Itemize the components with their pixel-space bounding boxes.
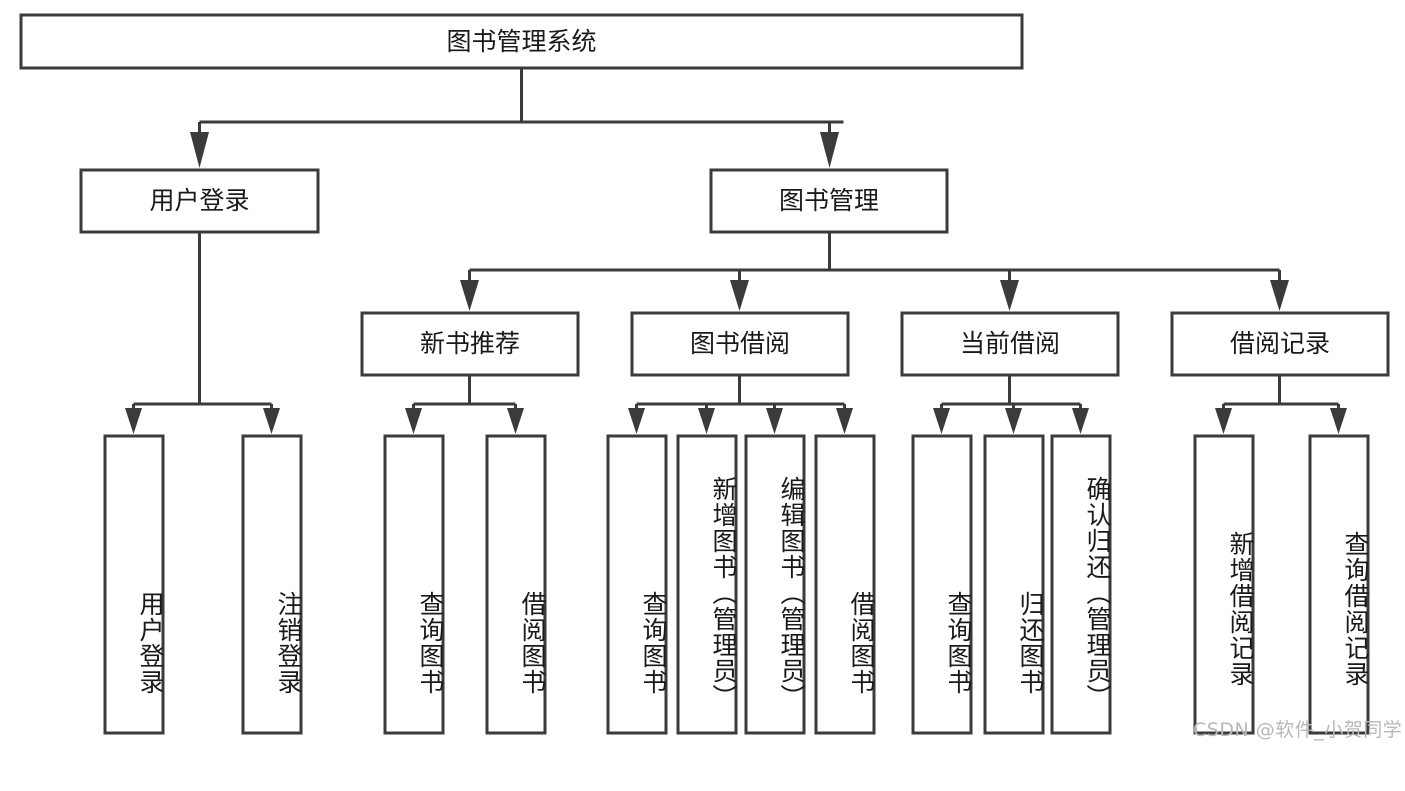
tree-diagram-svg: 图书管理系统 用户登录 图书管理 新书推荐 图书借阅 当前借阅 借阅记录	[19, 13, 1390, 735]
leaf-return-book-box[interactable]	[983, 434, 1045, 735]
leaf-query-book-borrow-box[interactable]	[606, 434, 668, 735]
arrow-to-leaf-add-book	[698, 408, 715, 434]
node-book-management-box[interactable]	[709, 168, 949, 234]
node-root-label: 图书管理系统	[446, 27, 596, 56]
arrow-to-leaf-user-logout	[263, 408, 280, 434]
arrow-to-book-borrow	[730, 280, 749, 311]
arrow-to-leaf-add-borrow-record	[1215, 408, 1232, 434]
node-book-borrow-box[interactable]	[630, 311, 850, 377]
leaf-user-login-box[interactable]	[103, 434, 165, 735]
node-new-book-recommend-box[interactable]	[360, 311, 580, 377]
arrow-to-leaf-query-borrow-record	[1330, 408, 1347, 434]
arrow-to-leaf-query-book-rec	[405, 408, 422, 434]
connector-layer	[125, 68, 1347, 434]
arrow-to-book-management	[820, 132, 839, 168]
arrow-to-leaf-borrow-book	[836, 408, 853, 434]
arrow-to-borrow-record	[1270, 280, 1289, 311]
csdn-watermark: CSDN @软件_小贺同学	[1193, 719, 1403, 741]
node-borrow-record-label: 借阅记录	[1230, 329, 1330, 358]
node-book-borrow-label: 图书借阅	[690, 329, 790, 358]
node-book-borrow[interactable]: 图书借阅	[630, 311, 850, 377]
node-new-book-recommend-label: 新书推荐	[420, 329, 520, 358]
arrow-to-leaf-edit-book	[766, 408, 783, 434]
leaf-user-logout-box[interactable]	[241, 434, 303, 735]
leaf-add-borrow-record-box[interactable]	[1193, 434, 1255, 735]
node-borrow-record-box[interactable]	[1170, 311, 1390, 377]
node-borrow-record[interactable]: 借阅记录	[1170, 311, 1390, 377]
node-book-management-label: 图书管理	[779, 186, 879, 215]
node-root-box[interactable]	[19, 13, 1024, 70]
leaf-add-book-box[interactable]	[676, 434, 738, 735]
node-current-borrow-label: 当前借阅	[960, 329, 1060, 358]
leaf-query-book-current-box[interactable]	[911, 434, 973, 735]
arrow-to-leaf-borrow-book-rec	[507, 408, 524, 434]
arrow-to-leaf-query-book-current	[933, 408, 950, 434]
leaf-query-borrow-record-box[interactable]	[1308, 434, 1370, 735]
leaf-confirm-return-box[interactable]	[1050, 434, 1112, 735]
node-root[interactable]: 图书管理系统	[19, 13, 1024, 70]
leaf-edit-book-box[interactable]	[744, 434, 806, 735]
node-user-login[interactable]: 用户登录	[79, 168, 320, 234]
diagram-canvas: 图书管理系统 用户登录 图书管理 新书推荐 图书借阅 当前借阅 借阅记录	[19, 13, 1403, 741]
node-current-borrow[interactable]: 当前借阅	[900, 311, 1120, 377]
arrow-to-leaf-return-book	[1005, 408, 1022, 434]
leaf-borrow-book-rec-box[interactable]	[485, 434, 547, 735]
leaf-box-layer	[103, 434, 1370, 735]
node-book-management[interactable]: 图书管理	[709, 168, 949, 234]
arrow-to-new-book-recommend	[460, 280, 479, 311]
node-current-borrow-box[interactable]	[900, 311, 1120, 377]
arrow-to-leaf-user-login	[125, 408, 142, 434]
leaf-borrow-book-box[interactable]	[814, 434, 876, 735]
node-new-book-recommend[interactable]: 新书推荐	[360, 311, 580, 377]
arrow-to-user-login	[190, 132, 209, 168]
leaf-query-book-rec-box[interactable]	[383, 434, 445, 735]
arrow-to-current-borrow	[1000, 280, 1019, 311]
node-user-login-label: 用户登录	[149, 186, 249, 215]
arrow-to-leaf-query-book-borrow	[628, 408, 645, 434]
node-user-login-box[interactable]	[79, 168, 320, 234]
arrow-to-leaf-confirm-return	[1072, 408, 1089, 434]
